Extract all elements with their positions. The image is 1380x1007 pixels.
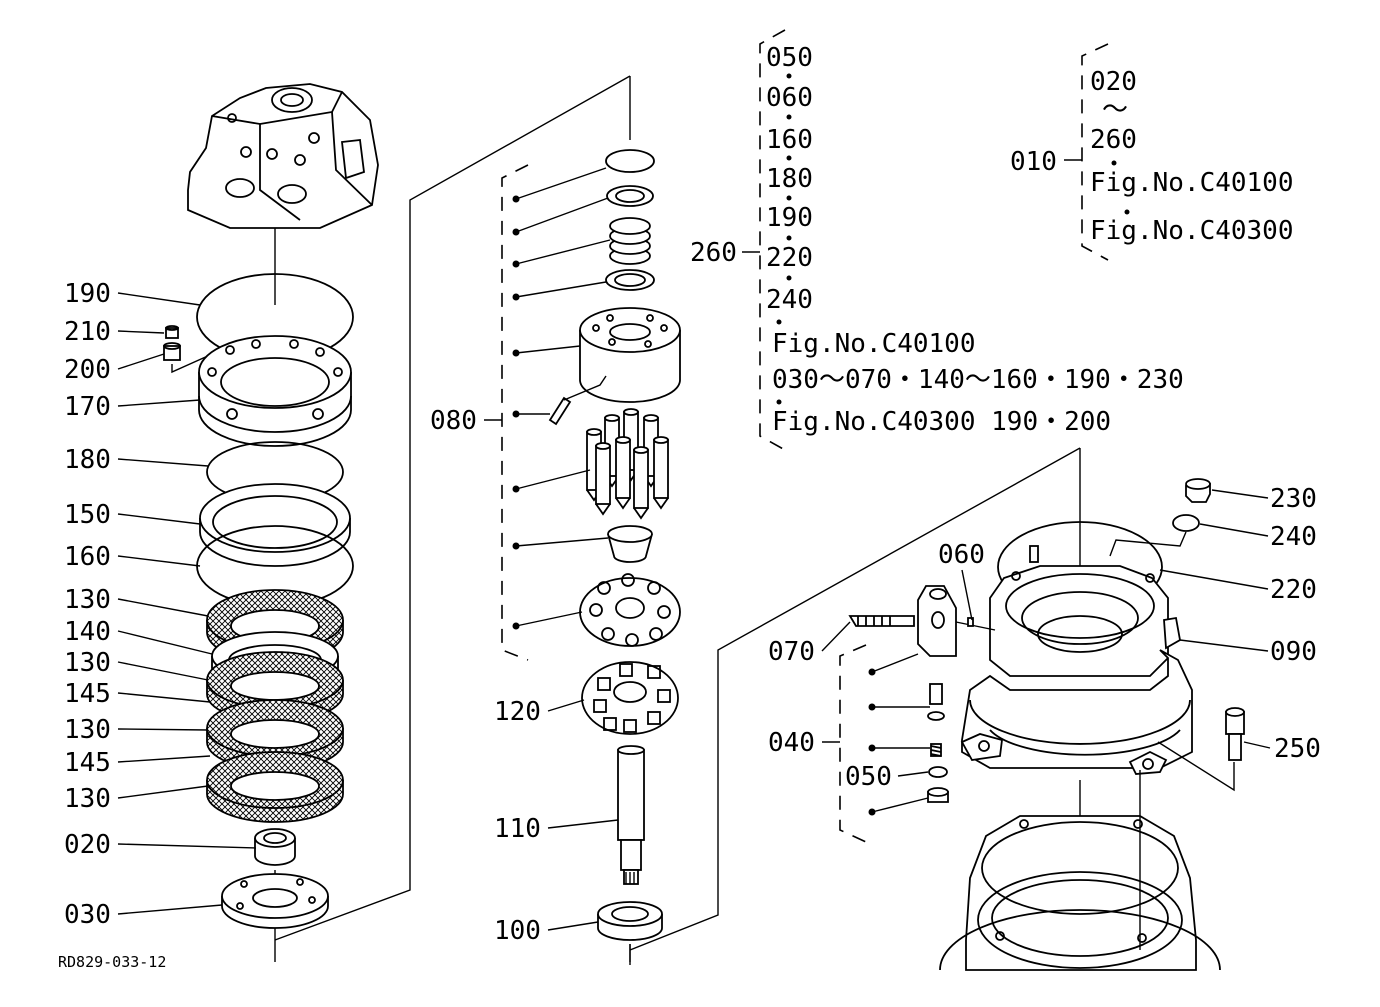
- label-110: 110: [494, 814, 541, 844]
- label-190: 190: [64, 279, 111, 309]
- valve-housing: [187, 83, 379, 229]
- label-140: 140: [64, 617, 111, 647]
- bearing-100: [597, 901, 663, 941]
- plate-170: [198, 335, 352, 447]
- right-assembly: [848, 448, 1245, 971]
- label-020: 020: [64, 830, 111, 860]
- kit-260-item-060: 060: [766, 83, 813, 113]
- guide-lines: [274, 75, 1081, 965]
- left-part-stack: [163, 83, 379, 962]
- valve-parts-040: [927, 683, 949, 803]
- ring-150: [199, 483, 351, 567]
- label-100: 100: [494, 916, 541, 946]
- kit-260-item-160: 160: [766, 125, 813, 155]
- bolt-250: [1225, 707, 1245, 761]
- label-160: 160: [64, 542, 111, 572]
- o-ring-050: [928, 766, 948, 778]
- housing-090: [960, 565, 1193, 775]
- kit-010-range-sep: ～: [1102, 95, 1128, 125]
- ball-guide: [607, 525, 653, 563]
- kit-260-fig-ref-1: Fig.No.C40100: [772, 329, 976, 359]
- label-130-a: 130: [64, 585, 111, 615]
- plate-030: [221, 873, 329, 929]
- kit-010-fig-ref-1: Fig.No.C40100: [1090, 168, 1294, 198]
- swash-plate-120: [581, 661, 679, 735]
- washer-2: [605, 269, 655, 291]
- right-part-labels: 060 070 040 050 230 240 220 090 250: [768, 484, 1321, 792]
- label-210: 210: [64, 317, 111, 347]
- label-130-b: 130: [64, 648, 111, 678]
- label-040: 040: [768, 728, 815, 758]
- label-090: 090: [1270, 637, 1317, 667]
- center-part-labels: 080 120 110 100: [430, 406, 541, 946]
- kit-010-range-start: 020: [1090, 67, 1137, 97]
- label-170: 170: [64, 392, 111, 422]
- kit-010-fig-ref-2: Fig.No.C40300: [1090, 216, 1294, 246]
- snap-ring: [605, 149, 655, 173]
- drawing-code: RD829-033-12: [58, 953, 166, 971]
- kit-260-item-050: 050: [766, 43, 813, 73]
- pin: [548, 396, 572, 426]
- label-050: 050: [845, 762, 892, 792]
- label-145-b: 145: [64, 748, 111, 778]
- pin-060-top: [1029, 545, 1039, 563]
- label-120: 120: [494, 697, 541, 727]
- shaft-110: [617, 745, 645, 885]
- label-030: 030: [64, 900, 111, 930]
- label-080: 080: [430, 406, 477, 436]
- kit-010-legend: 010 020 ～ 260 Fig.No.C40100 Fig.No.C4030…: [1010, 67, 1294, 246]
- label-145-a: 145: [64, 679, 111, 709]
- kit-260-legend: 260 050 060 160 180 190 220 240 Fig.No.C…: [690, 43, 1184, 437]
- bracket-leaders: [515, 167, 930, 813]
- label-250: 250: [1274, 734, 1321, 764]
- pistons: [586, 408, 669, 520]
- group-brackets: [501, 29, 1109, 843]
- washer-240: [1172, 514, 1200, 532]
- label-220: 220: [1270, 575, 1317, 605]
- kit-010-range-end: 260: [1090, 125, 1137, 155]
- kit-260-item-240: 240: [766, 285, 813, 315]
- gear-housing: [939, 815, 1221, 971]
- kit-260-fig-ref-2: Fig.No.C40300 190・200: [772, 407, 1111, 437]
- retainer-plate: [579, 573, 681, 647]
- friction-plate-4: [206, 751, 344, 823]
- label-130-c: 130: [64, 715, 111, 745]
- kit-260-item-190: 190: [766, 203, 813, 233]
- center-part-stack: [548, 76, 681, 962]
- kit-260-fig-ref-1-items: 030～070・140～160・190・230: [772, 365, 1184, 395]
- label-200: 200: [64, 355, 111, 385]
- label-230: 230: [1270, 484, 1317, 514]
- label-060: 060: [938, 540, 985, 570]
- label-130-d: 130: [64, 784, 111, 814]
- kit-260-label: 260: [690, 238, 737, 268]
- label-leaders: [117, 159, 1271, 931]
- cylinder-block: [579, 307, 681, 403]
- left-part-labels: 190 210 200 170 180 150 160 130 140 130 …: [64, 279, 111, 930]
- label-240: 240: [1270, 522, 1317, 552]
- washer: [606, 185, 654, 207]
- spring: [609, 217, 651, 265]
- label-150: 150: [64, 500, 111, 530]
- bearing-020: [254, 828, 296, 866]
- label-070: 070: [768, 637, 815, 667]
- kit-010-label: 010: [1010, 147, 1057, 177]
- relief-valve-block: [848, 585, 996, 657]
- kit-260-item-220: 220: [766, 243, 813, 273]
- kit-260-item-180: 180: [766, 164, 813, 194]
- spring-210: [165, 327, 179, 339]
- label-180: 180: [64, 445, 111, 475]
